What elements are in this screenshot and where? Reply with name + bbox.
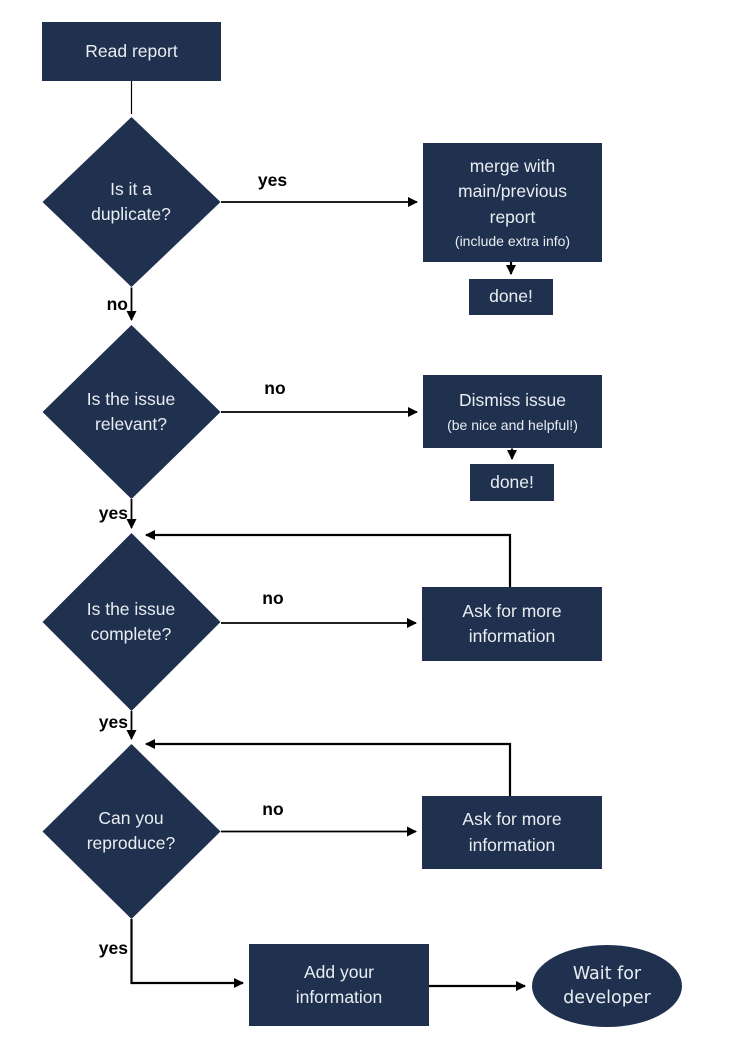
node-done-after-dismiss-label: done! (490, 471, 534, 492)
node-wait-developer-label: Wait for developer (563, 963, 651, 1009)
decision-can-reproduce-shape (42, 744, 221, 919)
node-add-information-label: Add your information (295, 961, 383, 1007)
edge-label-duplicate-yes: yes (257, 170, 288, 190)
node-wait-developer-shape (532, 945, 682, 1027)
edge-label-duplicate-no: no (106, 294, 128, 314)
edge-label-reproduce-no: no (262, 799, 284, 819)
edge-label-relevant-yes: yes (98, 503, 128, 523)
node-ask-more-info-1-label: Ask for more information (462, 600, 562, 646)
edge-label-relevant-no: no (264, 378, 286, 398)
node-add-information: Add your information (249, 944, 429, 1026)
edge-label-complete-yes: yes (98, 712, 128, 732)
node-ask-more-info-2-label: Ask for more information (462, 809, 562, 855)
node-read-report-label: Read report (85, 40, 178, 61)
decision-is-complete-shape (42, 533, 221, 711)
edge-ask1-loop-to-complete (145, 530, 512, 587)
node-done-after-dismiss: done! (470, 464, 554, 501)
node-done-after-merge-label: done! (489, 286, 533, 307)
node-dismiss-issue-note: (be nice and helpful!) (447, 416, 578, 433)
node-read-report: Read report (42, 22, 221, 81)
edge-label-reproduce-yes: yes (98, 938, 128, 958)
node-merge-report-note: (include extra info) (454, 232, 571, 249)
decision-is-relevant-shape (42, 325, 221, 499)
edge-label-complete-no: no (262, 588, 284, 608)
decision-is-duplicate-shape (42, 117, 221, 287)
node-merge-report-label: merge with main/previous report (458, 155, 567, 227)
node-dismiss-issue-label: Dismiss issue (459, 390, 566, 411)
node-dismiss-issue: Dismiss issue (be nice and helpful!) (423, 375, 602, 448)
edge-reproduce-yes-to-add (130, 919, 244, 988)
node-done-after-merge: done! (469, 279, 553, 315)
edge-ask2-loop-to-reproduce (145, 739, 512, 796)
node-merge-report: merge with main/previous report (include… (423, 143, 602, 262)
node-ask-more-info-1: Ask for more information (422, 587, 602, 661)
node-ask-more-info-2: Ask for more information (422, 796, 602, 869)
